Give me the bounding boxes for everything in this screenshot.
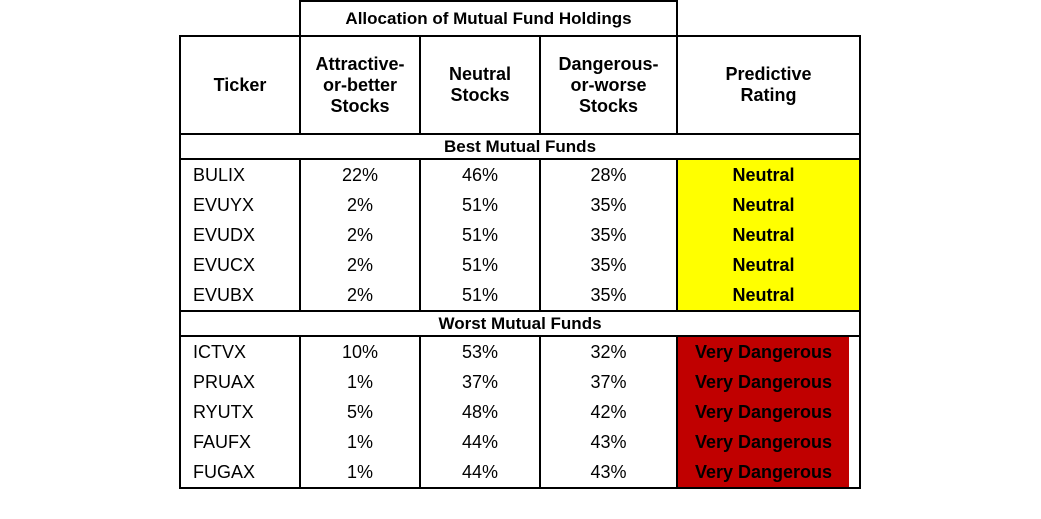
header-rating-line2: Rating (740, 85, 797, 105)
ticker-cell: EVUDX (179, 220, 301, 250)
rating-badge-neutral: Neutral (678, 220, 849, 250)
rating-badge-very-dangerous: Very Dangerous (678, 397, 849, 427)
header-dangerous-line2: or-worse (570, 74, 647, 95)
rating-badge-very-dangerous: Very Dangerous (678, 337, 849, 367)
attractive-cell: 2% (299, 190, 421, 220)
rating-cell: Very Dangerous (676, 457, 861, 489)
rating-badge-very-dangerous: Very Dangerous (678, 367, 849, 397)
ticker-cell: EVUCX (179, 250, 301, 280)
rating-badge-neutral: Neutral (678, 250, 849, 280)
dangerous-cell: 42% (539, 397, 678, 427)
section-label: Worst Mutual Funds (179, 310, 861, 337)
section-row: Worst Mutual Funds (179, 310, 861, 337)
attractive-cell: 1% (299, 457, 421, 489)
ticker-cell: FAUFX (179, 427, 301, 457)
header-attractive-line1: Attractive- (315, 53, 405, 74)
neutral-cell: 44% (419, 427, 541, 457)
attractive-cell: 1% (299, 427, 421, 457)
header-dangerous-line3: Stocks (578, 95, 639, 116)
dangerous-cell: 37% (539, 367, 678, 397)
rating-badge-very-dangerous: Very Dangerous (678, 457, 849, 487)
ticker-cell: PRUAX (179, 367, 301, 397)
dangerous-cell: 35% (539, 250, 678, 280)
ticker-cell: ICTVX (179, 336, 301, 367)
allocation-table-wrapper: Allocation of Mutual Fund Holdings Ticke… (179, 0, 861, 489)
rating-cell: Very Dangerous (676, 427, 861, 457)
neutral-cell: 51% (419, 250, 541, 280)
dangerous-cell: 35% (539, 220, 678, 250)
header-neutral-line1: Neutral (448, 64, 511, 84)
dangerous-cell: 35% (539, 190, 678, 220)
table-title: Allocation of Mutual Fund Holdings (299, 0, 678, 36)
dangerous-cell: 32% (539, 336, 678, 367)
header-dangerous-line1: Dangerous- (558, 53, 659, 74)
attractive-cell: 2% (299, 280, 421, 312)
caption-spacer (180, 1, 300, 36)
neutral-cell: 48% (419, 397, 541, 427)
rating-cell: Neutral (676, 220, 861, 250)
header-row: Ticker Attractive- or-better Stocks Neut… (179, 35, 861, 135)
section-label: Best Mutual Funds (179, 133, 861, 160)
header-attractive-line3: Stocks (330, 95, 390, 116)
rating-cell: Very Dangerous (676, 336, 861, 367)
rating-cell: Neutral (676, 280, 861, 312)
neutral-cell: 51% (419, 220, 541, 250)
neutral-cell: 51% (419, 190, 541, 220)
section-row: Best Mutual Funds (179, 133, 861, 160)
allocation-table: Allocation of Mutual Fund Holdings Ticke… (179, 0, 861, 489)
header-ticker: Ticker (179, 35, 301, 135)
dangerous-cell: 28% (539, 159, 678, 190)
ticker-cell: BULIX (179, 159, 301, 190)
attractive-cell: 2% (299, 220, 421, 250)
ticker-cell: RYUTX (179, 397, 301, 427)
ticker-cell: EVUBX (179, 280, 301, 312)
header-dangerous: Dangerous- or-worse Stocks (539, 35, 678, 135)
header-attractive: Attractive- or-better Stocks (299, 35, 421, 135)
attractive-cell: 2% (299, 250, 421, 280)
rating-cell: Neutral (676, 190, 861, 220)
neutral-cell: 51% (419, 280, 541, 312)
ticker-cell: FUGAX (179, 457, 301, 489)
rating-badge-neutral: Neutral (678, 160, 849, 190)
rating-cell: Very Dangerous (676, 367, 861, 397)
header-rating: Predictive Rating (676, 35, 861, 135)
neutral-cell: 46% (419, 159, 541, 190)
dangerous-cell: 43% (539, 427, 678, 457)
dangerous-cell: 43% (539, 457, 678, 489)
rating-cell: Neutral (676, 159, 861, 190)
rating-badge-very-dangerous: Very Dangerous (678, 427, 849, 457)
caption-spacer (677, 1, 860, 36)
dangerous-cell: 35% (539, 280, 678, 312)
attractive-cell: 22% (299, 159, 421, 190)
header-attractive-line2: or-better (322, 74, 397, 95)
attractive-cell: 1% (299, 367, 421, 397)
attractive-cell: 5% (299, 397, 421, 427)
header-neutral: Neutral Stocks (419, 35, 541, 135)
neutral-cell: 44% (419, 457, 541, 489)
rating-badge-neutral: Neutral (678, 280, 849, 310)
neutral-cell: 53% (419, 336, 541, 367)
neutral-cell: 37% (419, 367, 541, 397)
rating-cell: Very Dangerous (676, 397, 861, 427)
attractive-cell: 10% (299, 336, 421, 367)
rating-cell: Neutral (676, 250, 861, 280)
header-rating-line1: Predictive (725, 64, 812, 84)
rating-badge-neutral: Neutral (678, 190, 849, 220)
caption-row: Allocation of Mutual Fund Holdings (180, 0, 860, 36)
header-neutral-line2: Stocks (450, 85, 510, 105)
ticker-cell: EVUYX (179, 190, 301, 220)
